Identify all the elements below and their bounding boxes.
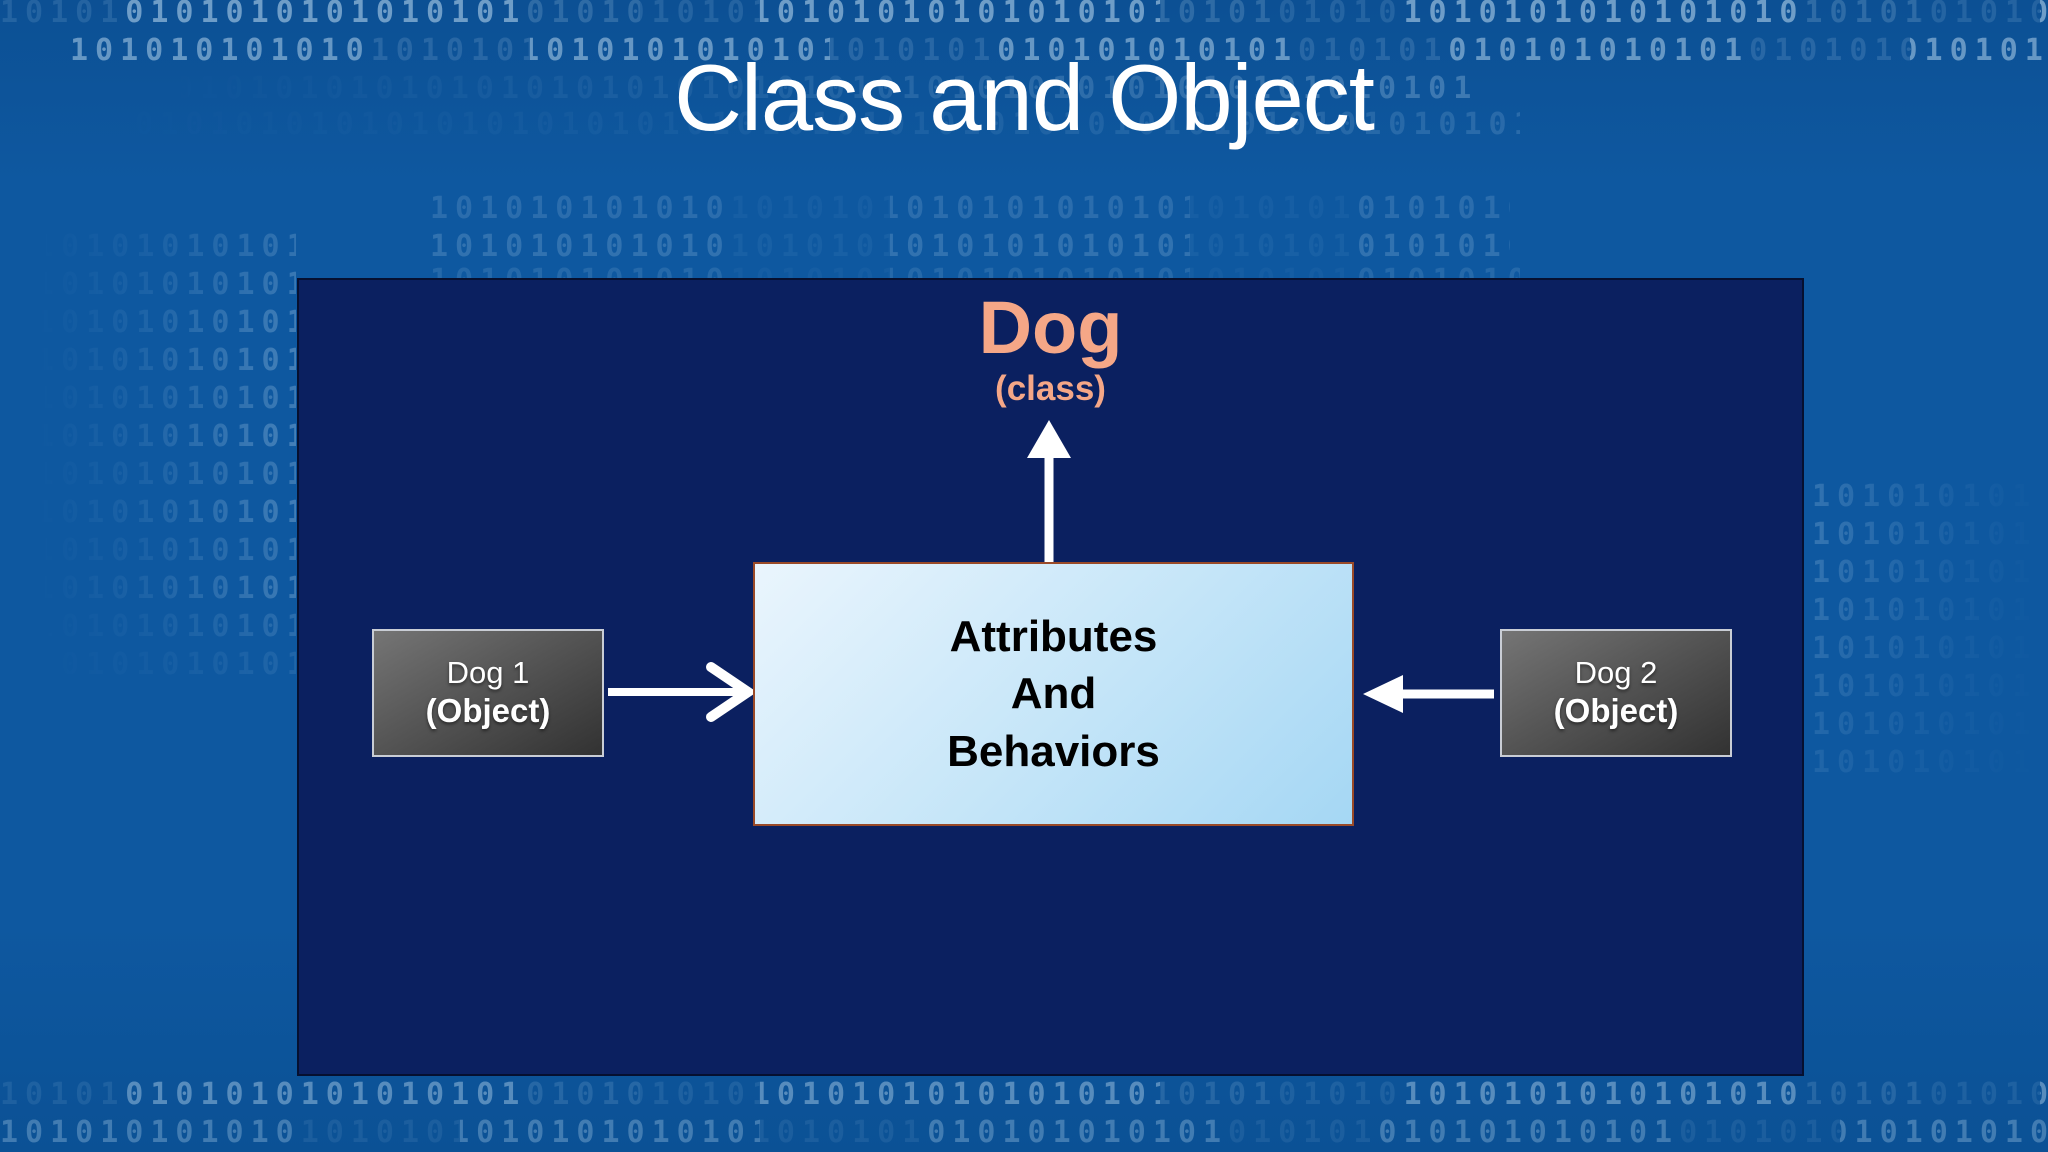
binary-row: 1010101010101010101010101010101010101010… xyxy=(36,230,296,264)
binary-row: 1010101010101010101010101010101010101010… xyxy=(430,192,1510,226)
behaviors-line: Behaviors xyxy=(947,726,1160,776)
class-sub-text: (class) xyxy=(995,369,1106,409)
object-box-dog2: Dog 2 (Object) xyxy=(1500,629,1732,757)
binary-row: 1010101010101010101010101010101010101010… xyxy=(36,268,296,302)
binary-row: 1010101010101010101010101010101010101010… xyxy=(0,1116,2048,1150)
binary-row: 1010101010101010101010101010101010101010… xyxy=(0,0,2048,30)
binary-row: 1010101010101010101010101010101010101010… xyxy=(36,344,296,378)
binary-row: 1010101010101010101010101010101010101010… xyxy=(36,534,296,568)
binary-row: 1010101010101010101010101010101010101010… xyxy=(36,648,296,682)
class-label: Dog (class) xyxy=(299,290,1802,409)
binary-row: 1010101010101010101010101010101010101010… xyxy=(1812,480,2048,514)
and-line: And xyxy=(1010,669,1097,719)
object2-sub-text: (Object) xyxy=(1553,691,1679,729)
binary-row: 1010101010101010101010101010101010101010… xyxy=(36,610,296,644)
binary-row: 1010101010101010101010101010101010101010… xyxy=(1812,670,2048,704)
arrow-dog1-to-box xyxy=(608,662,757,722)
diagram-panel: Dog (class) Attributes And Behaviors Dog xyxy=(297,278,1804,1076)
attributes-behaviors-box: Attributes And Behaviors xyxy=(753,562,1354,826)
binary-row: 1010101010101010101010101010101010101010… xyxy=(36,458,296,492)
object1-sub-text: (Object) xyxy=(425,691,551,729)
binary-row: 1010101010101010101010101010101010101010… xyxy=(36,306,296,340)
binary-row: 1010101010101010101010101010101010101010… xyxy=(430,230,1510,264)
arrow-dog2-to-box xyxy=(1363,675,1494,713)
binary-row: 1010101010101010101010101010101010101010… xyxy=(0,1078,2048,1112)
binary-row: 1010101010101010101010101010101010101010… xyxy=(36,420,296,454)
object2-name-text: Dog 2 xyxy=(1574,655,1658,691)
page-title: Class and Object xyxy=(674,45,1375,150)
binary-row: 1010101010101010101010101010101010101010… xyxy=(1812,632,2048,666)
attributes-line: Attributes xyxy=(949,612,1158,662)
binary-row: 1010101010101010101010101010101010101010… xyxy=(1812,708,2048,742)
binary-row: 1010101010101010101010101010101010101010… xyxy=(1812,746,2048,780)
binary-row: 1010101010101010101010101010101010101010… xyxy=(36,496,296,530)
binary-row: 1010101010101010101010101010101010101010… xyxy=(1812,556,2048,590)
arrow-box-to-class xyxy=(1027,420,1071,562)
binary-row: 1010101010101010101010101010101010101010… xyxy=(36,572,296,606)
binary-row: 1010101010101010101010101010101010101010… xyxy=(36,382,296,416)
object-box-dog1: Dog 1 (Object) xyxy=(372,629,604,757)
object1-name-text: Dog 1 xyxy=(446,655,530,691)
binary-row: 1010101010101010101010101010101010101010… xyxy=(1812,518,2048,552)
class-name-text: Dog xyxy=(978,286,1123,369)
binary-row: 1010101010101010101010101010101010101010… xyxy=(1812,594,2048,628)
